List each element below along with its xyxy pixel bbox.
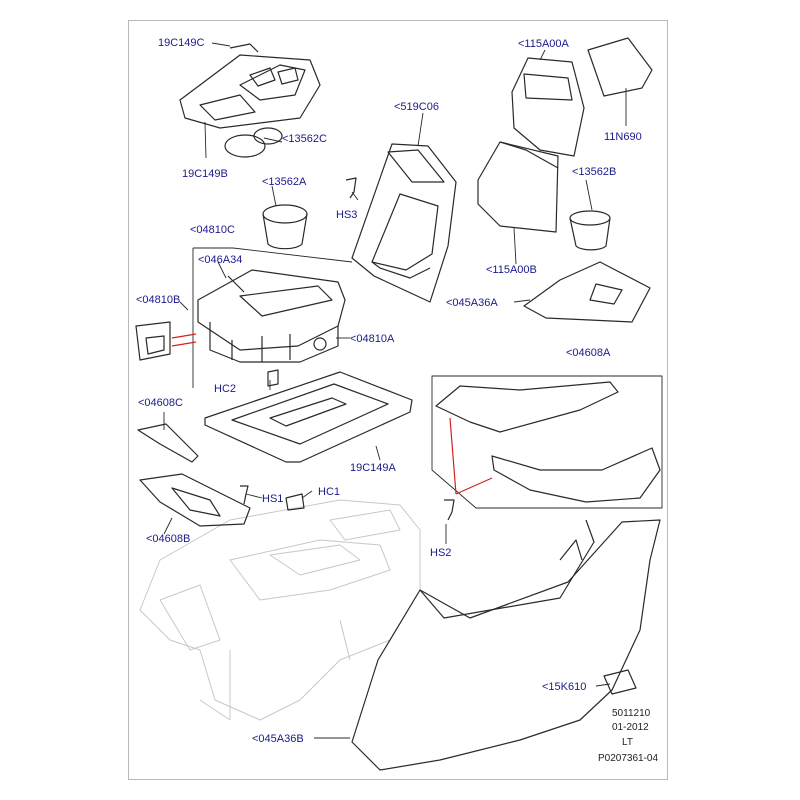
callout-19c149b: 19C149B [182,168,228,180]
part-04810b-side-bin [135,321,171,361]
callout-115a00b: <115A00B [486,264,537,276]
part-046a34-strip [227,275,245,293]
part-045a36a-mat [523,261,651,323]
callout-04608c: <04608C [138,397,183,409]
diagram-reference: P0207361-04 [598,753,659,764]
callout-hc1: HC1 [318,486,341,498]
callout-519c06: <519C06 [394,101,439,113]
part-hs1-screw [240,485,249,505]
part-hs2-screw [444,499,455,521]
part-04608c-bracket [137,423,199,463]
group-04608a-outline [431,375,663,509]
callout-04608a: <04608A [566,347,611,359]
callout-04810b: <04810B [136,294,181,306]
part-115a00b-tray [477,141,559,233]
callout-13562a: <13562A [262,176,307,188]
diagram-frame [128,20,668,780]
part-04608a-trim-strip [435,381,661,503]
callout-045a36b: <045A36B [252,733,304,745]
group-04810c-outline [193,247,353,263]
callout-11n690: 11N690 [604,131,642,143]
part-115a00a-tray [511,57,585,157]
callout-045a36a: <045A36A [446,297,498,309]
part-13562c-ring [224,134,266,158]
part-hs3-screw [345,177,357,199]
callout-hc2: HC2 [214,383,237,395]
part-045a36b-side-panel [351,519,661,771]
leader-lines [163,42,627,739]
part-519c06-rear-panel [351,143,457,303]
part-13562a-cupholder [262,204,308,250]
callout-15k610: <15K610 [542,681,587,693]
part-04608b-base-plate [139,473,251,527]
callout-hs1: HS1 [262,493,284,505]
callout-19c149a: 19C149A [350,462,396,474]
part-15k610-grille [603,669,637,695]
callout-19c149c: 19C149C [158,37,205,49]
diagram-language: LT [622,737,633,748]
callout-13562c: <13562C [282,133,327,145]
part-19c149a-frame [204,371,413,463]
diagram-date: 01-2012 [612,722,649,733]
part-19c149c-trim-panel [179,43,321,129]
callout-04810c: <04810C [190,224,235,236]
callout-13562b: <13562B [572,166,617,178]
callout-hs3: HS3 [336,209,358,221]
callout-hs2: HS2 [430,547,452,559]
part-13562b-cup-insert [569,210,611,251]
callout-04810a: <04810A [350,333,395,345]
callout-115a00a: <115A00A [518,38,569,50]
callout-04608b: <04608B [146,533,191,545]
callout-046a34: <046A34 [198,254,243,266]
part-hc1-clip [285,493,305,511]
diagram-code: 5011210 [612,708,651,719]
part-11n690-lid [587,37,653,97]
part-04810a-storage-bin [197,269,346,363]
part-hc2-clip [267,369,279,387]
